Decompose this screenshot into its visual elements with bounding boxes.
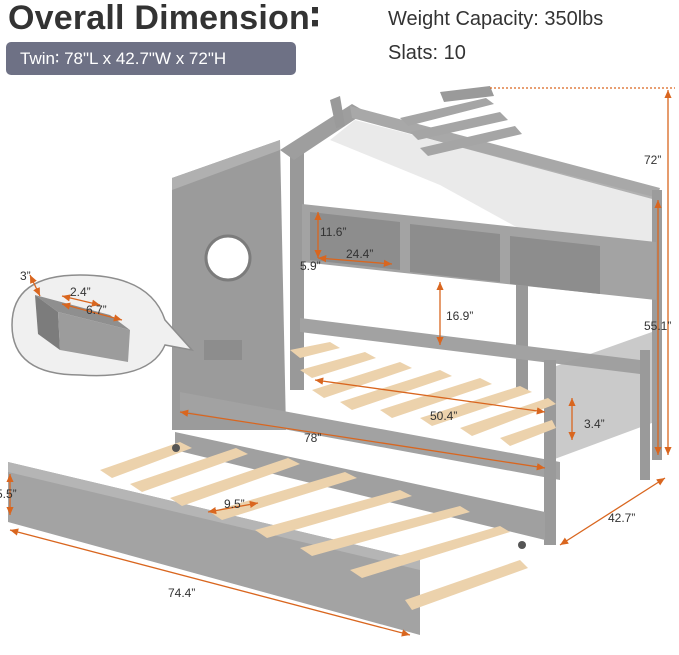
trundle-slat <box>100 442 192 478</box>
slats-count: Slats: 10 <box>388 42 466 64</box>
foot-post <box>544 360 556 545</box>
callout-holder-side <box>35 295 60 350</box>
roof-top-slat <box>440 86 494 102</box>
dim-bed-length: 78” <box>304 431 321 445</box>
bed-slat <box>300 352 376 378</box>
dim-line-width <box>559 477 666 546</box>
foot-post-back <box>640 350 650 480</box>
dim-slat-gap: 9.5” <box>224 497 245 511</box>
dim-shelf-width: 24.4” <box>346 247 373 261</box>
porthole-window <box>204 234 252 282</box>
dim-line-cup-c <box>61 302 123 322</box>
cup-holder <box>204 340 242 360</box>
roof-slat <box>410 112 508 140</box>
bed-slat <box>290 342 340 358</box>
page-title: Overall Dimension∶ <box>8 0 321 37</box>
dim-cup-a: 3” <box>20 269 31 283</box>
roof-slat <box>420 126 522 156</box>
front-side-rail <box>180 392 560 480</box>
dim-side-height: 55.1” <box>644 319 671 333</box>
dim-line-bed-length <box>179 409 546 471</box>
dim-line-shelf-width <box>317 255 393 267</box>
roof-chimney <box>330 96 345 128</box>
dim-cup-c: 6.7” <box>86 303 107 317</box>
shelf-cube <box>410 224 500 282</box>
dimension-labels: 72” 55.1” 42.7” 78” 50.4” 74.4” 5.5” 9.5… <box>0 153 671 600</box>
twin-size-badge: Twin∶ 78"L x 42.7"W x 72"H <box>6 42 296 75</box>
headboard-panel <box>172 140 286 430</box>
roof-left-beam <box>280 104 366 160</box>
dim-shelf-height: 11.6” <box>320 225 346 239</box>
headboard-top <box>172 140 280 190</box>
dimension-lines <box>6 87 675 637</box>
trundle-slat <box>405 560 528 610</box>
trundle-wheel <box>518 541 526 549</box>
callout-holder-front <box>58 312 130 362</box>
dim-shelf-depth: 5.9” <box>300 259 321 273</box>
dim-width: 42.7” <box>608 511 635 525</box>
dim-trundle-length: 74.4” <box>168 586 195 600</box>
trundle-wheel <box>172 444 180 452</box>
dim-rail-gap: 3.4” <box>584 417 605 431</box>
trundle-slat <box>255 490 412 538</box>
dim-under-shelf: 16.9” <box>446 309 473 323</box>
dim-slat-length: 50.4” <box>430 409 457 423</box>
dim-trundle-height: 5.5” <box>0 487 17 501</box>
dim-total-height: 72” <box>644 153 661 167</box>
cup-holder-callout <box>11 274 195 377</box>
roof-slat <box>400 98 494 126</box>
dim-line-slat-gap <box>207 500 259 515</box>
dim-line-cup-a <box>29 274 41 297</box>
shelf-cube <box>510 236 600 294</box>
dim-line-slat-length <box>314 377 546 415</box>
dim-cup-b: 2.4” <box>70 285 91 299</box>
roof-area <box>330 120 658 250</box>
trundle <box>8 432 545 635</box>
weight-capacity: Weight Capacity: 350lbs <box>388 8 604 30</box>
dim-line-trundle-length <box>9 528 411 637</box>
